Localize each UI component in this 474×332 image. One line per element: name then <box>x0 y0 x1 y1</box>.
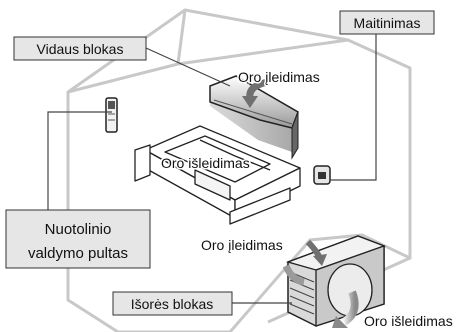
label-indoor-unit: Vidaus blokas <box>37 41 124 57</box>
sofa-drawing <box>134 125 301 225</box>
caption-air-inlet-indoor: Oro įleidimas <box>238 69 320 85</box>
label-box-outdoor-unit: Išorės blokas <box>112 291 233 316</box>
air-inlet-arrow-outdoor <box>305 239 327 266</box>
label-power-supply: Maitinimas <box>354 15 421 31</box>
label-box-power-supply: Maitinimas <box>339 10 435 35</box>
label-remote-line1: Nuotolinio <box>45 221 112 238</box>
label-box-indoor-unit: Vidaus blokas <box>13 36 147 61</box>
remote-controller-drawing <box>105 97 118 133</box>
caption-air-inlet-outdoor: Oro įleidimas <box>201 237 283 253</box>
label-outdoor-unit: Išorės blokas <box>131 296 213 312</box>
label-remote-line2: valdymo pultas <box>28 245 128 262</box>
air-side-arrow-outdoor <box>282 264 305 286</box>
air-outlet-arrow-outdoor <box>332 290 359 328</box>
power-outlet-drawing <box>313 165 331 185</box>
label-box-remote-controller: Nuotolinio valdymo pultas <box>5 209 151 269</box>
leader-lines <box>47 34 377 304</box>
caption-air-outlet-outdoor: Oro išleidimas <box>364 313 453 329</box>
caption-air-outlet-indoor: Oro išleidimas <box>161 155 250 171</box>
outdoor-unit-drawing <box>285 235 386 327</box>
